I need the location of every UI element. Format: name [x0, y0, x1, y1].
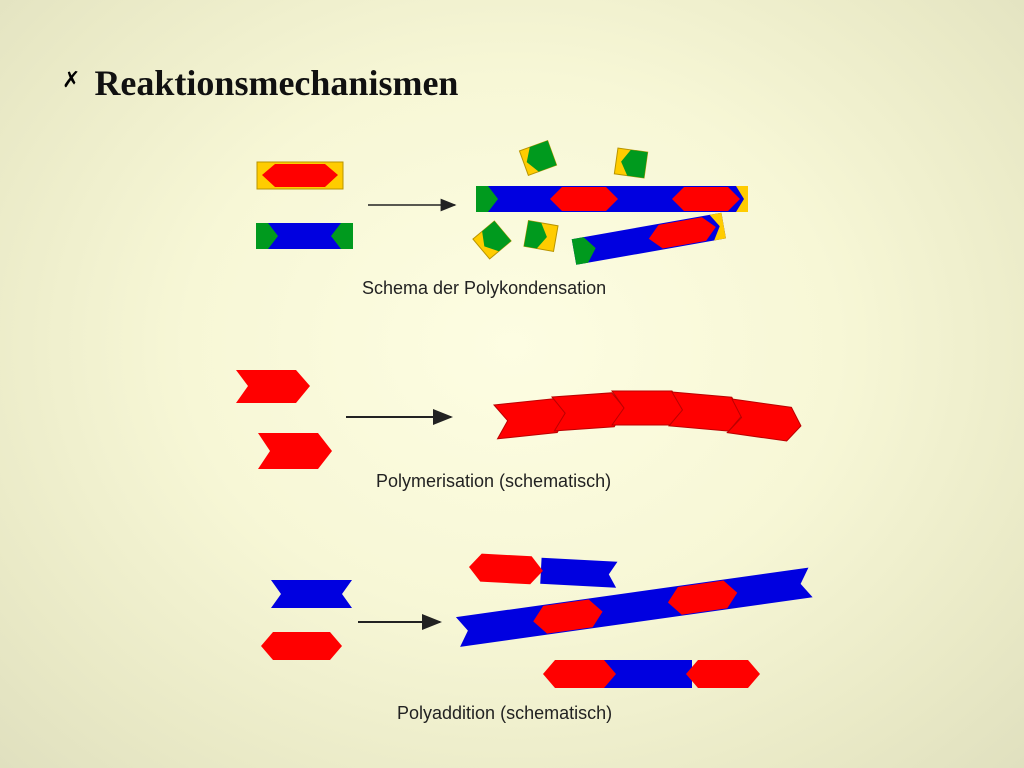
cross-bullet-icon: ✗	[62, 67, 81, 93]
polyaddition-diagram: Polyaddition (schematisch)	[261, 553, 813, 723]
growing-chain	[571, 212, 726, 265]
monomer-b-blue-green	[256, 223, 353, 249]
monomer-red-chevron	[236, 370, 310, 403]
monomer-blue-notched	[271, 580, 352, 608]
monomer-red-chevron	[258, 433, 332, 469]
polykondensation-chain	[476, 186, 748, 212]
byproduct-fragment	[613, 147, 649, 179]
polykondensation-diagram: Schema der Polykondensation	[256, 140, 748, 298]
byproduct-fragment	[472, 220, 512, 260]
polymerisation-caption: Polymerisation (schematisch)	[376, 471, 611, 491]
monomer-a-red-yellow	[256, 161, 344, 190]
polyaddition-fragment	[469, 553, 618, 588]
byproduct-fragment	[523, 220, 559, 252]
polyaddition-caption: Polyaddition (schematisch)	[397, 703, 612, 723]
polyaddition-chain	[455, 567, 813, 647]
slide-title: Reaktionsmechanismen	[94, 63, 459, 103]
polykondensation-caption: Schema der Polykondensation	[362, 278, 606, 298]
polymerisation-diagram: Polymerisation (schematisch)	[236, 370, 802, 491]
slide-title-row: ✗ Reaktionsmechanismen	[62, 58, 458, 108]
polyaddition-fragment	[543, 660, 760, 688]
polymerisation-chain	[492, 390, 802, 442]
monomer-red-hexagon	[261, 632, 342, 660]
byproduct-fragment	[518, 140, 558, 176]
